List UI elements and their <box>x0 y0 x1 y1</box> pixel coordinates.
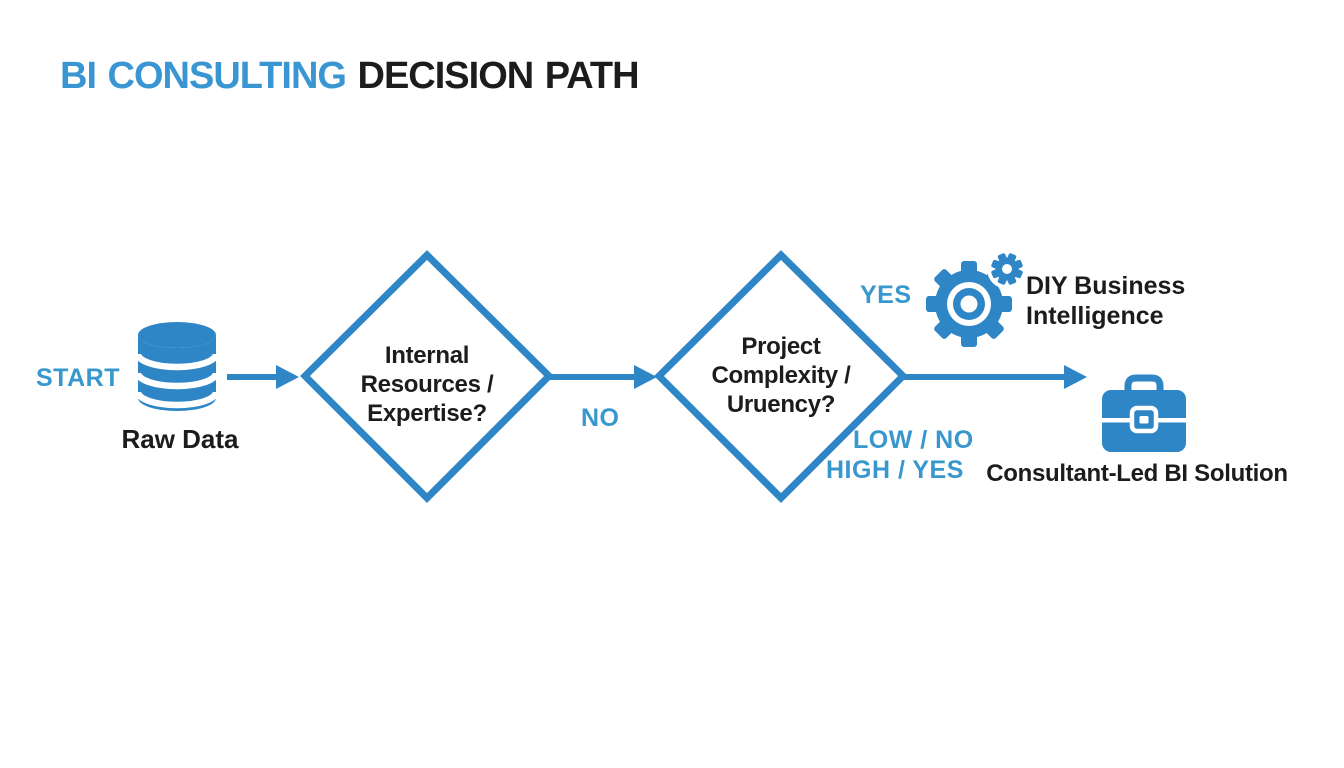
yes-label: YES <box>860 281 912 309</box>
decision1-line2: Resources / <box>360 371 494 398</box>
diy-outcome-label: DIY Business Intelligence <box>1026 271 1185 331</box>
flow-arrow-decision2-to-consultant <box>902 365 1087 389</box>
diy-outcome-line2: Intelligence <box>1026 302 1164 330</box>
decision1-text: Internal Resources / Expertise? <box>327 341 527 428</box>
decision-project-complexity-diamond <box>654 250 908 503</box>
flow-arrow-decision1-to-decision2 <box>549 365 657 389</box>
high-yes-label: HIGH / YES <box>826 456 964 484</box>
briefcase-icon <box>1102 374 1186 452</box>
decision2-text: Project Complexity / Uruency? <box>676 332 886 419</box>
decision1-line1: Internal <box>384 342 470 369</box>
consultant-outcome-label: Consultant-Led BI Solution <box>986 460 1288 487</box>
flow-arrow-start-to-decision1 <box>227 365 299 389</box>
decision2-line1: Project <box>741 333 821 360</box>
gear-big <box>926 261 1012 347</box>
gear-small <box>987 249 1027 289</box>
start-label: START <box>36 364 120 392</box>
gear-icon <box>926 249 1027 347</box>
decision2-line3: Uruency? <box>726 391 836 418</box>
database-icon <box>136 322 218 411</box>
decision2-line2: Complexity / <box>711 362 851 389</box>
decision1-line3: Expertise? <box>367 400 487 427</box>
raw-data-label: Raw Data <box>121 424 239 454</box>
page-title: BI CONSULTING DECISION PATH <box>60 55 640 98</box>
no-label: NO <box>581 404 620 432</box>
title-rest: DECISION PATH <box>357 55 640 97</box>
decision-internal-resources-diamond <box>300 250 554 503</box>
diy-outcome-line1: DIY Business <box>1026 272 1186 300</box>
low-no-label: LOW / NO <box>853 426 974 454</box>
title-highlight: BI CONSULTING <box>60 55 347 97</box>
